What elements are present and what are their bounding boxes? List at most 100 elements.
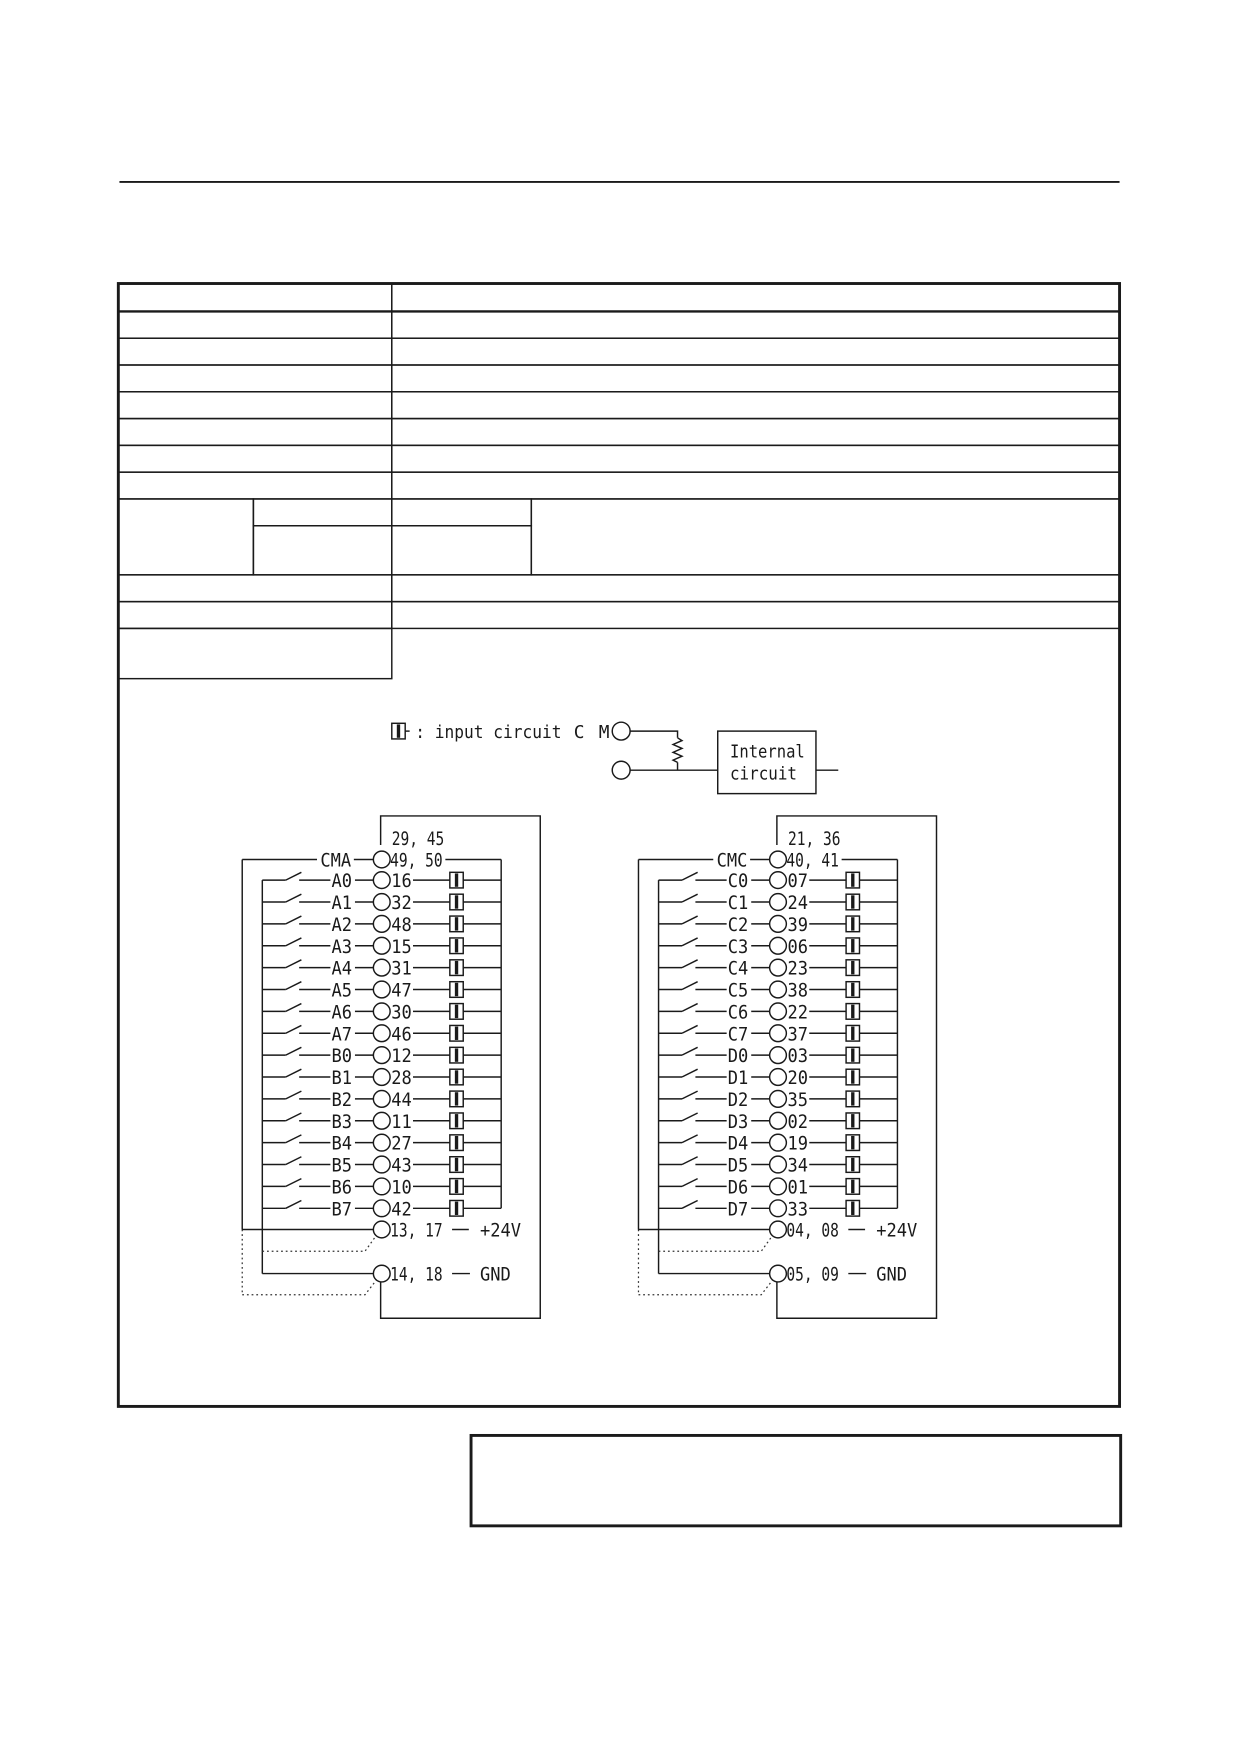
input-circuit-icon xyxy=(845,915,861,933)
spec-table xyxy=(116,282,1122,1408)
icon-bar xyxy=(851,1157,855,1172)
icon-bar xyxy=(851,1179,855,1194)
input-signal-label: A2 xyxy=(332,914,353,936)
terminal-circle xyxy=(768,980,788,999)
terminal-circle xyxy=(768,892,788,912)
icon-bar xyxy=(851,917,855,931)
terminal-circle xyxy=(768,1264,788,1283)
input-pin-number: 16 xyxy=(391,870,412,892)
legend: : input circuit CM Internal circuit xyxy=(391,721,839,795)
switch-contact xyxy=(285,1134,302,1144)
terminal-circle xyxy=(768,1111,788,1130)
terminal-circle xyxy=(768,871,788,890)
terminal-circle xyxy=(768,1002,788,1021)
switch-contact xyxy=(285,959,302,969)
terminal-circle xyxy=(372,850,391,869)
input-circuit-icon xyxy=(449,1112,464,1130)
terminal-circle xyxy=(372,958,391,977)
input-signal-label: A5 xyxy=(332,980,353,1002)
input-circuit-icon xyxy=(845,1024,861,1042)
input-circuit-icon xyxy=(449,959,464,977)
terminal-circle xyxy=(768,1067,788,1087)
icon-bar xyxy=(851,1135,855,1150)
input-signal-label: B2 xyxy=(332,1089,353,1111)
input-signal-label: B1 xyxy=(332,1067,353,1089)
icon-bar xyxy=(851,1114,855,1128)
input-signal-label: B5 xyxy=(332,1155,353,1177)
input-circuit-icon xyxy=(845,1090,861,1108)
switch-contact xyxy=(285,1156,302,1166)
switch-contact xyxy=(285,915,302,925)
input-pin-number: 03 xyxy=(787,1045,808,1067)
input-pin-number: 15 xyxy=(391,936,412,958)
input-signal-label: B3 xyxy=(332,1111,353,1133)
switch-contact xyxy=(681,1090,698,1100)
input-signal-label: D7 xyxy=(728,1198,749,1220)
terminal-circle xyxy=(372,1220,391,1239)
input-signal-label: C4 xyxy=(728,958,749,980)
icon-bar xyxy=(454,982,459,997)
input-pin-number: 10 xyxy=(391,1176,412,1198)
input-signal-label: C6 xyxy=(728,1001,749,1023)
terminal-circle xyxy=(372,1199,391,1218)
terminal-circle xyxy=(768,1089,788,1108)
terminal-circle xyxy=(372,871,391,890)
input-pin-number: 34 xyxy=(787,1155,808,1177)
common-pin-numbers: 40, 41 xyxy=(786,850,838,872)
input-pin-number: 47 xyxy=(391,980,412,1002)
alt-power-wire xyxy=(262,1235,377,1252)
input-signal-label: A0 xyxy=(332,870,353,892)
input-signal-label: D3 xyxy=(728,1111,749,1133)
terminal-circle xyxy=(372,1002,391,1021)
input-pin-number: 30 xyxy=(391,1001,412,1023)
input-row: D1 20 xyxy=(658,1067,898,1089)
input-pin-number: 02 xyxy=(787,1111,808,1133)
icon-bar xyxy=(851,939,855,953)
switch-contact xyxy=(681,937,698,947)
icon-bar xyxy=(851,1092,855,1106)
ground-pin-numbers: 05, 09 xyxy=(786,1264,838,1286)
alt-ground-wire xyxy=(638,1279,773,1296)
input-circuit-icon xyxy=(449,1090,464,1108)
icon-bar xyxy=(454,1135,459,1150)
terminal-circle xyxy=(768,1199,788,1218)
switch-contact xyxy=(285,1177,302,1188)
switch-contact xyxy=(285,1046,302,1056)
input-signal-label: C0 xyxy=(728,870,749,892)
terminal-circle xyxy=(372,1111,391,1130)
icon-bar xyxy=(851,1070,855,1084)
input-pin-number: 37 xyxy=(787,1023,808,1045)
power-pin-numbers: 04, 08 xyxy=(786,1220,838,1242)
switch-contact xyxy=(285,1090,302,1100)
input-pin-number: 12 xyxy=(391,1045,412,1067)
icon-bar xyxy=(851,1026,855,1040)
icon-bar xyxy=(851,1048,855,1062)
switch-contact xyxy=(681,1177,698,1188)
input-signal-label: B4 xyxy=(332,1133,353,1155)
cm-terminal-circle xyxy=(611,721,631,741)
power-label: +24V xyxy=(480,1220,521,1242)
icon-bar xyxy=(454,1114,459,1128)
input-signal-label: C3 xyxy=(728,936,749,958)
input-circuit-icon xyxy=(449,1024,464,1042)
input-circuit-icon xyxy=(449,1068,464,1086)
input-pin-number: 42 xyxy=(391,1198,412,1220)
ground-pin-numbers: 14, 18 xyxy=(390,1264,442,1286)
switch-contact xyxy=(681,1156,698,1166)
icon-bar xyxy=(454,1092,459,1106)
input-signal-label: D4 xyxy=(728,1133,749,1155)
icon-bar xyxy=(851,1201,855,1215)
icon-bar xyxy=(454,1048,459,1062)
input-pin-number: 20 xyxy=(787,1067,808,1089)
input-signal-label: D1 xyxy=(728,1067,749,1089)
input-signal-label: D0 xyxy=(728,1045,749,1067)
